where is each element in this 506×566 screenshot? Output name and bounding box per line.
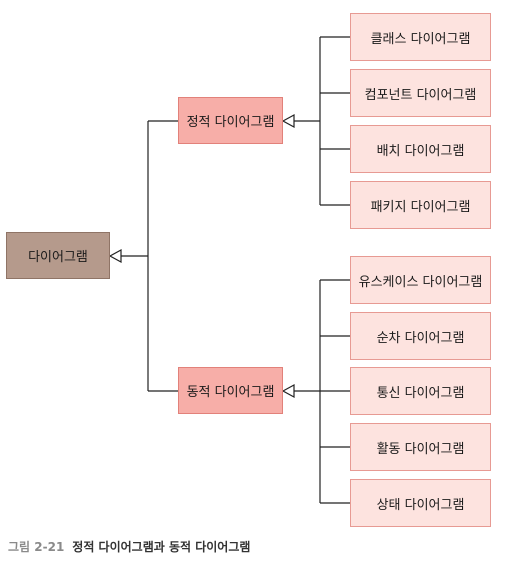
leaf-node-package: 패키지 다이어그램 bbox=[350, 181, 491, 229]
figure-caption-text: 정적 다이어그램과 동적 다이어그램 bbox=[72, 540, 251, 554]
group-node-dynamic: 동적 다이어그램 bbox=[178, 367, 283, 414]
figure-number: 그림 2-21 bbox=[8, 540, 65, 554]
leaf-node-component: 컴포넌트 다이어그램 bbox=[350, 69, 491, 117]
leaf-node-deployment: 배치 다이어그램 bbox=[350, 125, 491, 173]
leaf-node-sequence: 순차 다이어그램 bbox=[350, 312, 491, 360]
leaf-node-state: 상태 다이어그램 bbox=[350, 479, 491, 527]
figure-caption: 그림 2-21 정적 다이어그램과 동적 다이어그램 bbox=[8, 538, 250, 555]
leaf-node-usecase: 유스케이스 다이어그램 bbox=[350, 256, 491, 304]
root-node-diagram: 다이어그램 bbox=[6, 232, 110, 279]
leaf-node-class: 클래스 다이어그램 bbox=[350, 13, 491, 61]
leaf-node-activity: 활동 다이어그램 bbox=[350, 423, 491, 471]
group-node-static: 정적 다이어그램 bbox=[178, 97, 283, 144]
leaf-node-communication: 통신 다이어그램 bbox=[350, 367, 491, 415]
